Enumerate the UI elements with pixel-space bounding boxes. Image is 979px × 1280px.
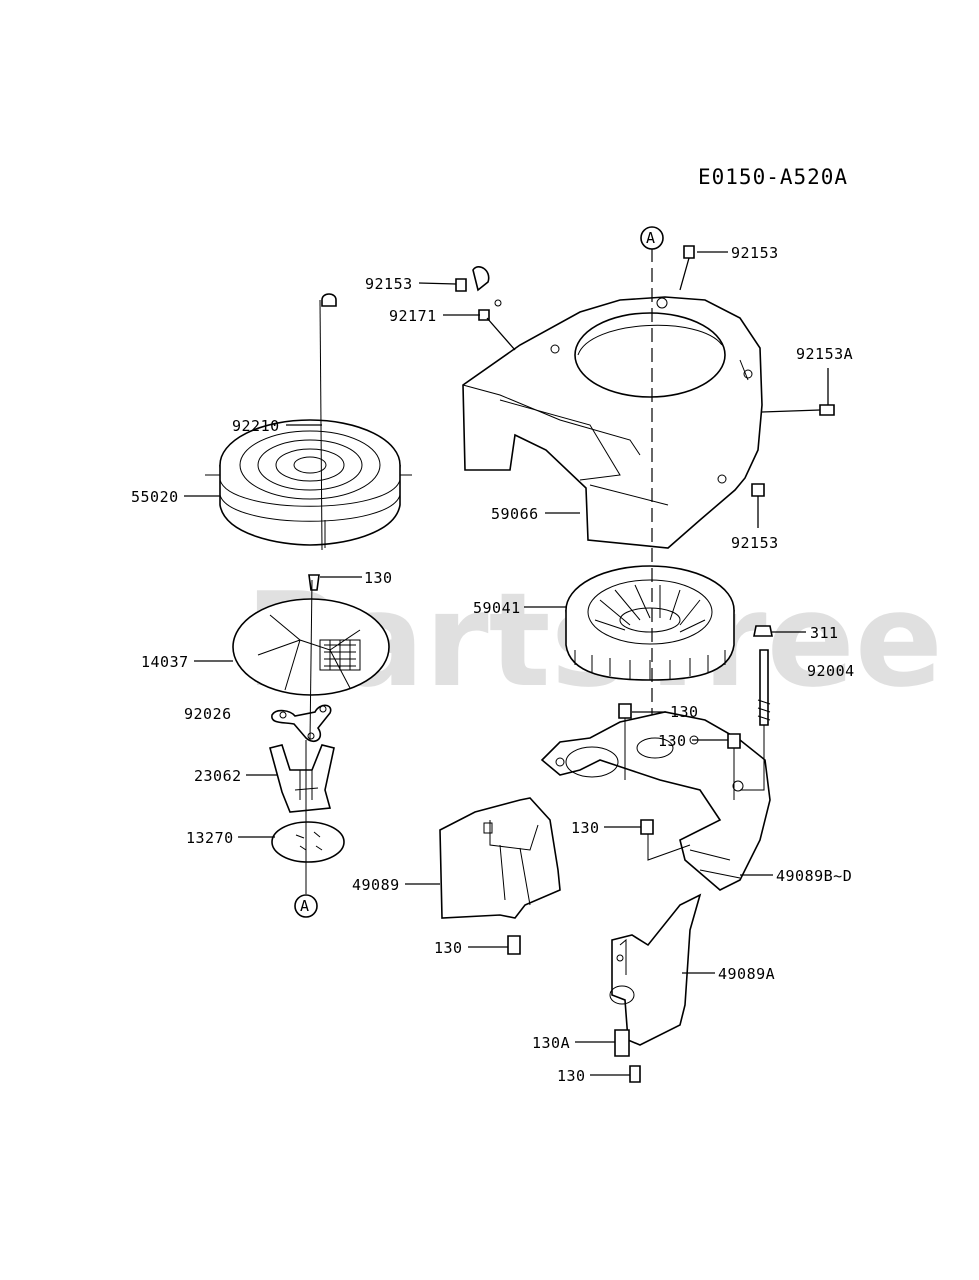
label-130-d: 130 [571, 819, 600, 837]
label-49089A: 49089A [718, 965, 775, 983]
label-130A: 130A [532, 1034, 570, 1052]
label-130-c: 130 [658, 732, 687, 750]
reference-marker-bottom: A [294, 894, 318, 918]
assembly-lines [305, 248, 765, 894]
label-49089BD: 49089B~D [776, 867, 852, 885]
label-130-f: 130 [557, 1067, 586, 1085]
label-130-a: 130 [364, 569, 393, 587]
stud-92004 [753, 625, 773, 726]
label-23062: 23062 [194, 767, 242, 785]
reference-marker-top: A [640, 226, 664, 250]
fan-59041 [565, 565, 735, 681]
label-92153-left: 92153 [365, 275, 413, 293]
label-92171: 92171 [389, 307, 437, 325]
label-92210: 92210 [232, 417, 280, 435]
bracket-23062 [269, 744, 335, 813]
label-92004: 92004 [807, 662, 855, 680]
label-130-e: 130 [434, 939, 463, 957]
leader-lines [184, 251, 829, 1076]
label-92026: 92026 [184, 705, 232, 723]
label-49089: 49089 [352, 876, 400, 894]
baffle-49089A [609, 893, 702, 1046]
reference-marker-bottom-label: A [300, 897, 310, 915]
screen-55020 [205, 293, 412, 548]
label-14037: 14037 [141, 653, 189, 671]
label-92153-low: 92153 [731, 534, 779, 552]
plate-13270 [271, 821, 345, 863]
label-55020: 55020 [131, 488, 179, 506]
label-59041: 59041 [473, 599, 521, 617]
label-130-b: 130 [670, 703, 699, 721]
bolts [455, 245, 835, 1083]
bracket-92026 [271, 704, 332, 743]
diagram-code: E0150-A520A [698, 165, 848, 189]
reference-marker-top-label: A [646, 229, 656, 247]
blower-housing-59066 [462, 296, 763, 549]
baffle-49089 [439, 797, 561, 919]
baffle-49089BD [540, 711, 771, 891]
part-labels: 92153 92153 92171 92153A 92210 55020 590… [131, 244, 855, 1085]
label-59066: 59066 [491, 505, 539, 523]
label-311: 311 [810, 624, 839, 642]
label-92153-top: 92153 [731, 244, 779, 262]
label-92153A: 92153A [796, 345, 853, 363]
label-13270: 13270 [186, 829, 234, 847]
